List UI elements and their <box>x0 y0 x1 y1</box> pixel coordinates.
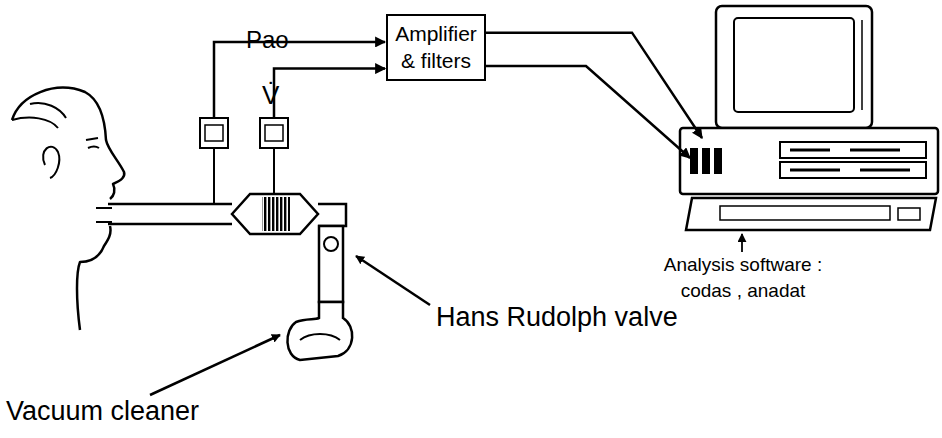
label-box: Hans Rudolph valve <box>436 302 678 333</box>
subject-head <box>12 88 124 330</box>
label-box: Analysis software : codas , anadat <box>648 252 838 303</box>
label-box: V̇ <box>262 80 279 111</box>
signal-wire <box>214 42 385 118</box>
signal-wire <box>486 33 702 138</box>
pointer-arrows <box>150 234 742 395</box>
signal-name: Pao <box>246 26 289 53</box>
part-name: Vacuum cleaner <box>6 396 199 426</box>
amplifier-box: Amplifier & filters <box>386 14 486 81</box>
vacuum-cleaner <box>287 302 352 360</box>
box-text: Amplifier & filters <box>394 20 478 75</box>
signal-wire <box>486 66 690 158</box>
software-note: Analysis software : codas , anadat <box>664 254 822 301</box>
part-name: Hans Rudolph valve <box>436 302 678 332</box>
label-box: Pao <box>246 26 289 54</box>
signal-wire <box>274 69 385 118</box>
label-box: Vacuum cleaner <box>6 396 199 427</box>
signal-name: V̇ <box>262 80 279 110</box>
computer <box>680 6 938 230</box>
breathing-circuit <box>108 118 346 302</box>
